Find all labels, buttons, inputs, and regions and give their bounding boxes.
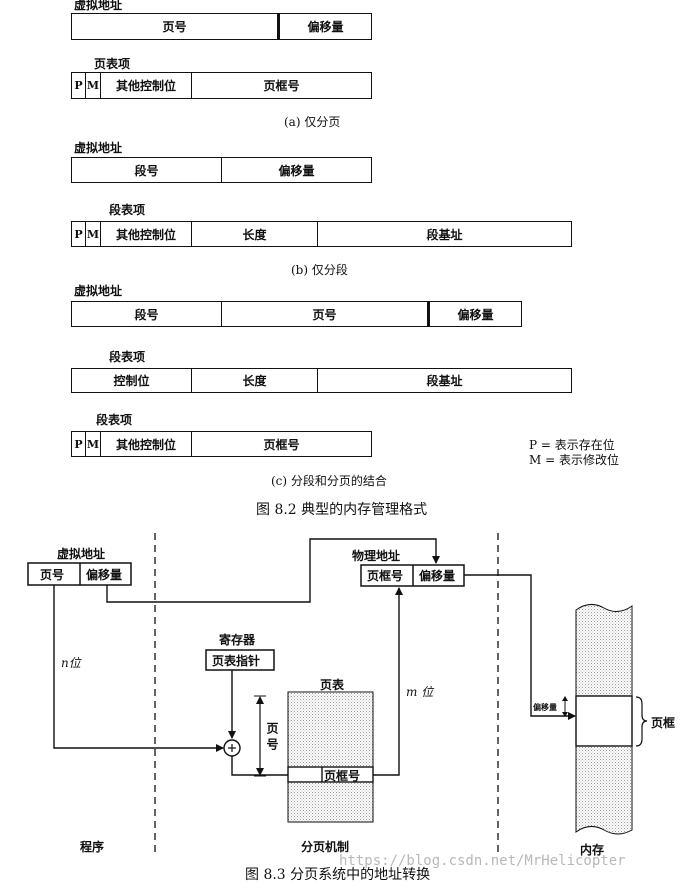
frame-number-arrow <box>373 587 403 776</box>
control-bits-field: 控制位 <box>72 369 192 392</box>
offset-field: 偏移量 <box>428 302 521 326</box>
other-control-bits: 其他控制位 <box>101 73 192 98</box>
page-number-side-label: 页号 <box>265 722 279 754</box>
page-table-entry-format-c: P M 其他控制位 页框号 <box>71 431 372 457</box>
memory-label: 内存 <box>580 843 605 857</box>
caption-b: (b) 仅分段 <box>291 263 348 277</box>
legend-modify-bit: M = 表示修改位 <box>529 453 619 467</box>
page-table-entry-format-a: P M 其他控制位 页框号 <box>71 72 372 99</box>
figure-8-2-caption: 图 8.2 典型的内存管理格式 <box>256 502 428 518</box>
segment-number-field: 段号 <box>72 158 222 182</box>
segment-table-entry-format-c: 控制位 长度 段基址 <box>71 368 572 393</box>
modify-bit: M <box>86 222 101 246</box>
section-program: 程序 <box>80 840 105 854</box>
legend-present-bit: P = 表示存在位 <box>529 438 615 452</box>
va-label-b: 虚拟地址 <box>74 141 123 155</box>
frame-number-field: 页框号 <box>263 79 300 93</box>
present-bit: P <box>72 432 86 456</box>
figure-8-3-caption: 图 8.3 分页系统中的地址转换 <box>245 867 431 883</box>
memory-access-arrow <box>464 574 576 720</box>
modify-bit: M <box>86 73 101 98</box>
length-field: 长度 <box>192 369 318 392</box>
page-table <box>287 691 374 823</box>
virtual-address-format-c: 段号 页号 偏移量 <box>71 301 522 327</box>
other-control-bits: 其他控制位 <box>101 432 192 456</box>
va-offset: 偏移量 <box>86 568 123 582</box>
ste-label-c: 段表项 <box>109 350 146 364</box>
segment-base-field: 段基址 <box>426 374 463 388</box>
section-paging: 分页机制 <box>301 840 350 854</box>
watermark: https://blog.csdn.net/MrHelicopter <box>339 853 626 869</box>
segment-number-field: 段号 <box>72 302 222 326</box>
page-number-arrow <box>53 585 224 752</box>
pte-label-a: 页表项 <box>94 57 131 71</box>
frame-number-field: 页框号 <box>263 437 300 452</box>
va-label-a: 虚拟地址 <box>74 0 123 12</box>
va-label-c: 虚拟地址 <box>74 284 123 298</box>
register-label: 寄存器 <box>219 633 256 647</box>
pa-frame-number: 页框号 <box>367 569 404 583</box>
memory-frame <box>575 695 633 747</box>
virtual-address-format-a: 页号 偏移量 <box>71 13 372 40</box>
offset-field: 偏移量 <box>278 163 315 178</box>
m-bits-label: m 位 <box>406 685 434 699</box>
pa-label-fig83: 物理地址 <box>352 549 401 563</box>
frame-brace <box>635 696 648 747</box>
caption-a: (a) 仅分页 <box>284 115 341 129</box>
va-page-number: 页号 <box>40 568 65 582</box>
page-number-field: 页号 <box>72 14 278 39</box>
caption-c: (c) 分段和分页的结合 <box>271 474 387 488</box>
other-control-bits: 其他控制位 <box>101 222 192 246</box>
pa-offset: 偏移量 <box>419 569 456 583</box>
page-number-field: 页号 <box>222 302 428 326</box>
page-table-pointer: 页表指针 <box>212 654 261 668</box>
segment-base-field: 段基址 <box>426 227 463 242</box>
modify-bit: M <box>86 432 101 456</box>
ste-label-b: 段表项 <box>109 203 146 217</box>
n-bits-label: n位 <box>61 656 81 670</box>
frame-label: 页框 <box>651 716 676 730</box>
pte-frame-number: 页框号 <box>324 769 361 783</box>
present-bit: P <box>72 73 86 98</box>
length-field: 长度 <box>192 222 318 246</box>
offset-field: 偏移量 <box>278 14 371 39</box>
offset-copy-arrow <box>106 538 440 603</box>
offset-small-label: 偏移量 <box>533 702 557 712</box>
register-box <box>205 649 275 671</box>
virtual-address-format-b: 段号 偏移量 <box>71 157 372 183</box>
va-label-fig83: 虚拟地址 <box>57 547 106 561</box>
present-bit: P <box>72 222 86 246</box>
pte-label-c: 段表项 <box>96 413 133 427</box>
page-table-label: 页表 <box>320 678 345 692</box>
segment-table-entry-format-b: P M 其他控制位 长度 段基址 <box>71 221 572 247</box>
